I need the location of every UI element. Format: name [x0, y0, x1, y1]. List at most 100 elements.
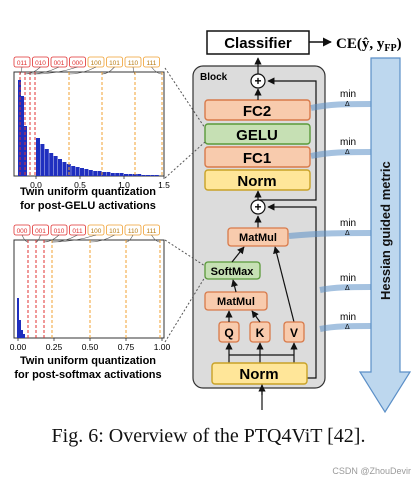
- svg-text:min: min: [340, 312, 356, 323]
- matmul-top-label: MatMul: [239, 232, 277, 244]
- gelu-hist-bar: [141, 175, 146, 176]
- gelu-hist-bar: [93, 171, 98, 176]
- matmul-bottom-label: MatMul: [217, 296, 255, 308]
- add-node-middle: [250, 199, 266, 215]
- gelu-hist-bar: [44, 149, 49, 176]
- gelu-hist-bar: [119, 173, 124, 176]
- softmax-hist-code-connector: [21, 234, 29, 243]
- svg-text:min: min: [340, 89, 356, 100]
- fc1-box: [204, 146, 311, 168]
- softmax-hist-code-label: 001: [35, 228, 46, 235]
- hessian-link-matmul-top: min Δ: [288, 218, 372, 239]
- gelu-hist-bar: [84, 169, 89, 176]
- v-box: [283, 321, 305, 343]
- gelu-hist-bar: [150, 175, 155, 176]
- softmax-hist-code-label: 010: [54, 228, 65, 235]
- softmax-hist-tick-label: 0.75: [118, 342, 135, 352]
- hessian-label: Hessian guided metric: [378, 161, 393, 300]
- gelu-hist-code-label: 100: [91, 60, 102, 67]
- gelu-hist-code-label: 011: [17, 60, 28, 67]
- softmax-hist-tick-label: 0.50: [82, 342, 99, 352]
- svg-text:min: min: [340, 273, 356, 284]
- gelu-hist-code-connector: [101, 66, 115, 75]
- hessian-link-qkv: min Δ: [319, 312, 372, 332]
- softmax-hist-bar: [21, 330, 23, 338]
- softmax-hist-bar: [17, 298, 19, 338]
- classifier-label: Classifier: [224, 35, 292, 52]
- gelu-hist-bar: [24, 126, 27, 176]
- softmax-hist-code-connector: [51, 234, 97, 243]
- softmax-hist-bar: [19, 320, 21, 338]
- gelu-hist-bar: [53, 156, 58, 176]
- softmax-hist-code-label: 111: [147, 228, 157, 235]
- gelu-hist-bar: [58, 159, 62, 176]
- gelu-hist-bar: [102, 172, 106, 176]
- hessian-link-matmul-bottom: min Δ: [319, 273, 372, 293]
- softmax-hist-tick-label: 0.25: [46, 342, 63, 352]
- gelu-label: GELU: [236, 127, 278, 144]
- gelu-hist-bar: [146, 175, 150, 176]
- gelu-hist-code-connector: [151, 66, 163, 75]
- gelu-hist-code-connector: [29, 66, 60, 75]
- k-label: K: [256, 326, 265, 340]
- gelu-hist-bar: [154, 175, 159, 176]
- gelu-hist-tick-label: 0.0: [30, 180, 42, 190]
- gelu-hist-code-connector: [132, 66, 136, 75]
- gelu-hist-bar: [106, 172, 111, 176]
- norm-bottom-label: Norm: [239, 366, 278, 383]
- gelu-hist-bar: [97, 171, 102, 176]
- hessian-link-fc1: min Δ: [310, 137, 372, 159]
- gelu-hist-tick-label: 1.5: [158, 180, 170, 190]
- v-label: V: [290, 326, 298, 340]
- gelu-hist-code-label: 101: [109, 60, 120, 67]
- softmax-hist-bar: [23, 334, 25, 338]
- matmul-top-box: [227, 227, 289, 247]
- gelu-hist-tick-label: 0.5: [74, 180, 86, 190]
- gelu-hist-bar: [128, 174, 133, 176]
- svg-text:Δ: Δ: [345, 324, 350, 331]
- q-label: Q: [224, 326, 233, 340]
- norm-top-box: [204, 169, 311, 191]
- softmax-hist-code-label: 101: [109, 228, 120, 235]
- gelu-hist-bar: [110, 173, 115, 176]
- softmax-hist-code-label: 110: [128, 228, 139, 235]
- hessian-arrow: [358, 57, 412, 414]
- gelu-hist-caption-2: for post-GELU activations: [20, 200, 156, 212]
- norm-top-label: Norm: [237, 173, 276, 190]
- softmax-label: SoftMax: [211, 266, 255, 278]
- gelu-hist-code-connector: [34, 66, 78, 75]
- softmax-hist-code-label: 100: [91, 228, 102, 235]
- gelu-hist-bar: [115, 173, 120, 176]
- add-node-top-label: +: [254, 74, 261, 88]
- softmax-hist-caption-2: for post-softmax activations: [14, 369, 161, 381]
- gelu-box: [204, 123, 311, 145]
- gelu-hist-code-label: 111: [147, 60, 157, 67]
- gelu-hist-bar: [49, 153, 54, 176]
- gelu-hist-bar: [36, 138, 40, 176]
- gelu-hist-code-label: 001: [54, 60, 65, 67]
- softmax-hist-code-connector: [35, 234, 41, 243]
- gelu-hist-bar: [62, 162, 67, 176]
- softmax-hist-code-label: 011: [72, 228, 83, 235]
- gelu-hist-code-connector: [24, 66, 41, 75]
- svg-text:min: min: [340, 137, 356, 148]
- gelu-hist-caption-1: Twin uniform quantization: [20, 186, 156, 198]
- svg-text:Δ: Δ: [345, 149, 350, 156]
- softmax-hist-code-label: 000: [17, 228, 28, 235]
- gelu-hist-code-label: 010: [35, 60, 46, 67]
- softmax-hist-frame: [13, 239, 165, 339]
- svg-text:min: min: [340, 218, 356, 229]
- gelu-hist-bar: [71, 166, 76, 176]
- gelu-hist-code-label: 000: [72, 60, 83, 67]
- block-title: Block: [200, 72, 228, 83]
- svg-text:Δ: Δ: [345, 230, 350, 237]
- hessian-link-fc2: min Δ: [310, 89, 372, 111]
- gelu-hist-bar: [80, 168, 84, 176]
- norm-bottom-box: [211, 362, 308, 385]
- gelu-hist-tick-label: 1.0: [118, 180, 130, 190]
- fc2-label: FC2: [243, 103, 271, 120]
- watermark: CSDN @ZhouDevir: [332, 466, 411, 476]
